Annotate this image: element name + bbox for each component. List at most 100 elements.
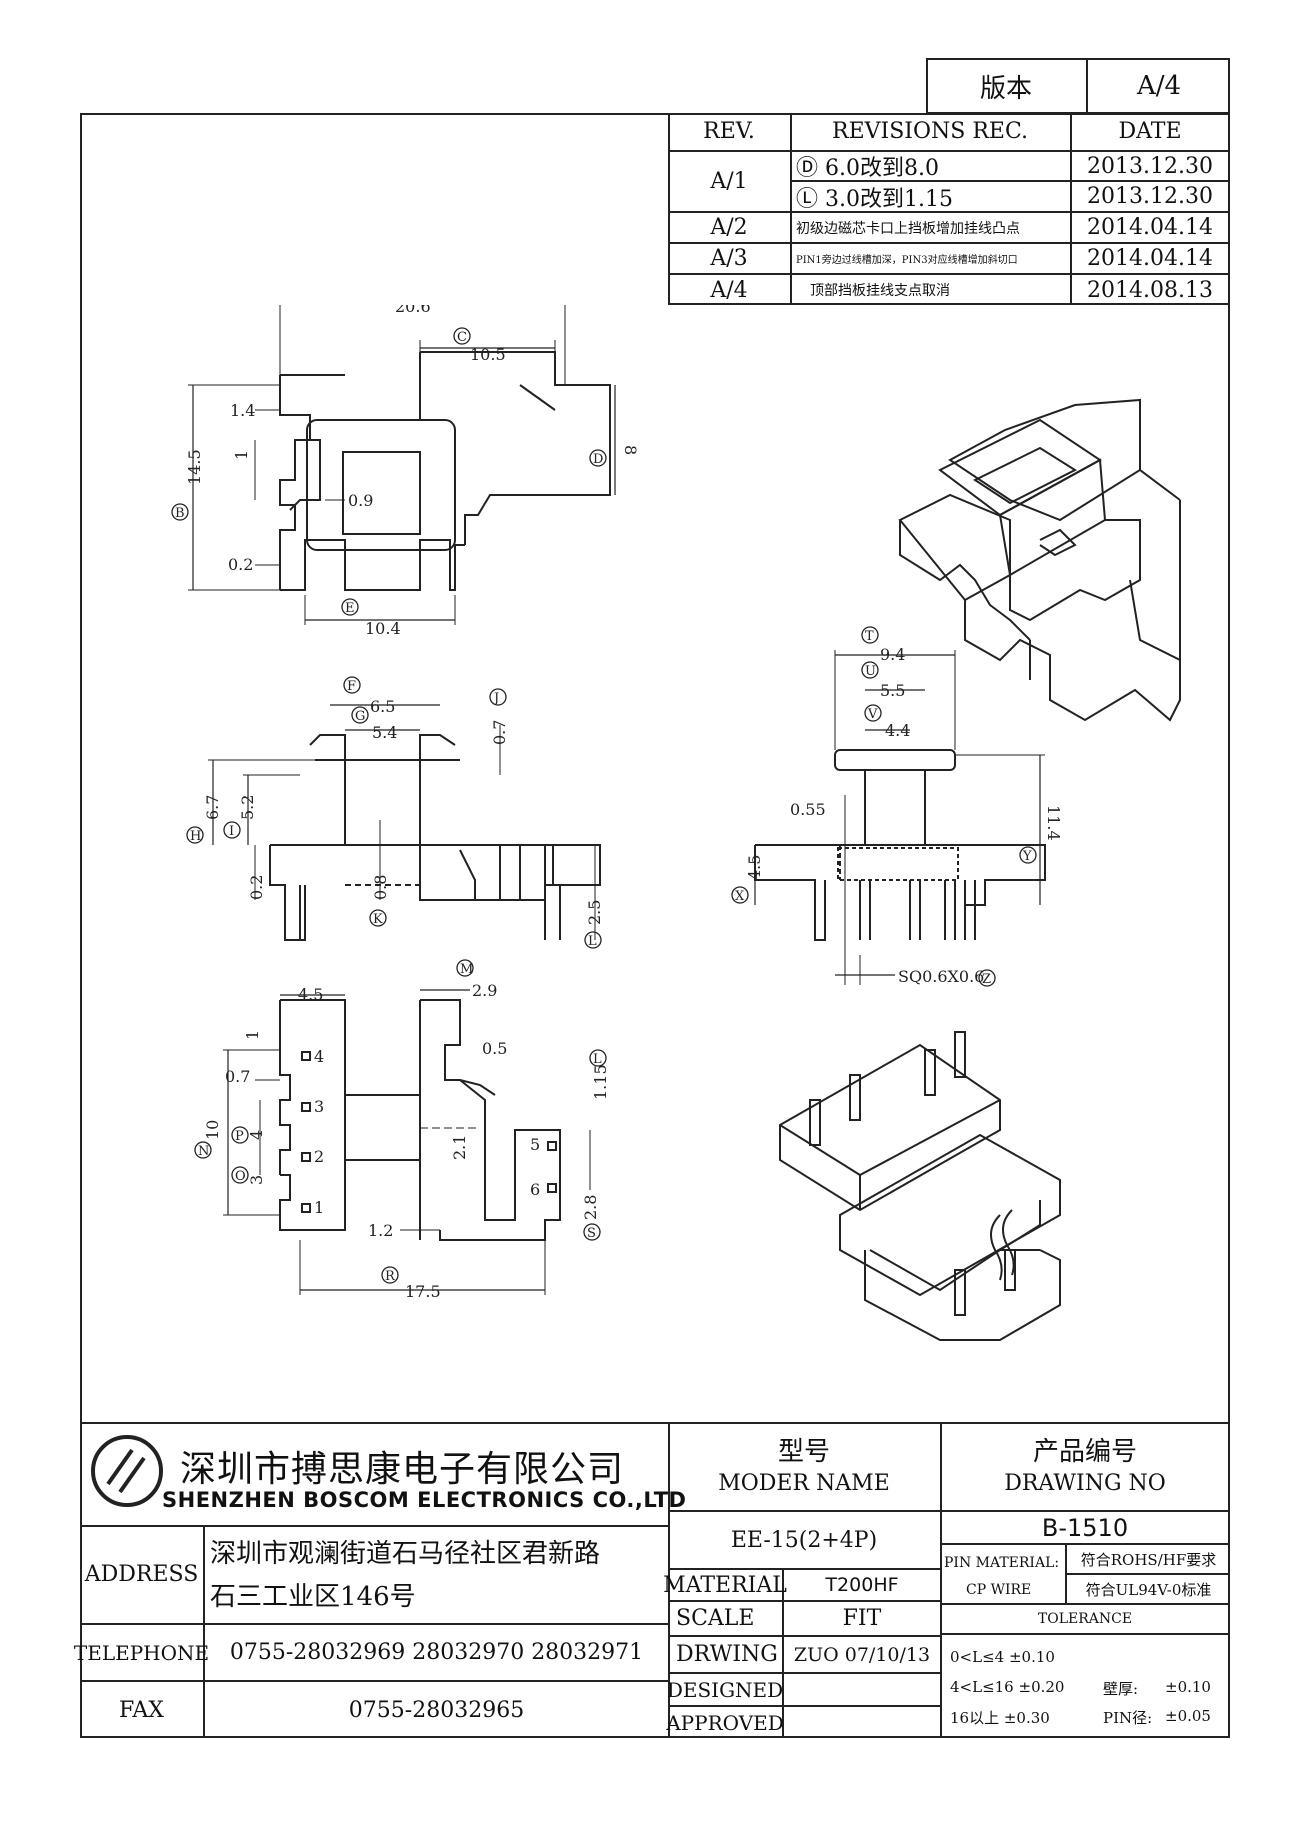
scale-value: FIT xyxy=(842,1606,882,1631)
pin-dia-label: PIN径: xyxy=(1103,1709,1153,1727)
dim-2-1: 2.1 xyxy=(450,1135,469,1160)
pin-6: 6 xyxy=(530,1180,540,1199)
rev-4: A/4 xyxy=(710,277,748,303)
callout-S: S xyxy=(587,1226,596,1241)
callout-L: L xyxy=(588,934,597,949)
dim-0-55: 0.55 xyxy=(790,800,826,819)
dim-R: 17.5 xyxy=(405,1282,441,1301)
drawing-number: B-1510 xyxy=(1041,1513,1129,1542)
drawing-label-en: DRAWING NO xyxy=(1004,1470,1166,1496)
callout-U: U xyxy=(865,664,876,679)
ul-note: 符合UL94V-0标准 xyxy=(1085,1580,1212,1599)
dim-0-5: 0.5 xyxy=(482,1039,507,1058)
dim-1: 1 xyxy=(232,450,251,460)
dim-X: 4.5 xyxy=(745,855,764,880)
callout-J: J xyxy=(492,691,499,706)
dim-0-7: 0.7 xyxy=(225,1067,250,1086)
callout-K: K xyxy=(373,912,383,927)
dim-H: 6.7 xyxy=(203,795,222,820)
drawing-frame xyxy=(80,113,1230,1738)
callout-O: O xyxy=(235,1169,246,1184)
dim-C: 10.5 xyxy=(470,345,506,364)
rec-4: 顶部挡板挂线支点取消 xyxy=(810,283,950,299)
dim-M: 2.9 xyxy=(472,981,497,1000)
bottom-view xyxy=(223,989,591,1295)
callout-C: C xyxy=(457,330,467,345)
dim-P: 4 xyxy=(247,1130,266,1140)
dim-1b: 1 xyxy=(243,1030,262,1040)
date-header: DATE xyxy=(1118,119,1182,144)
version-value: A/4 xyxy=(1136,71,1182,101)
pin-4: 4 xyxy=(314,1047,324,1066)
rec-1b: Ⓛ 3.0改到1.15 xyxy=(796,186,953,212)
rohs-note: 符合ROHS/HF要求 xyxy=(1080,1550,1217,1569)
dim-V: 4.4 xyxy=(885,721,910,740)
rec-3: PIN1旁边过线槽加深，PIN3对应线槽增加斜切口 xyxy=(796,255,1018,266)
callout-N: N xyxy=(198,1144,209,1159)
model-label-cn: 型号 xyxy=(777,1436,830,1467)
address-label: ADDRESS xyxy=(84,1561,199,1587)
dim-A: 20.6 xyxy=(395,305,431,316)
dim-D: 8 xyxy=(621,445,640,455)
pin-1: 1 xyxy=(314,1198,324,1217)
model-label-en: MODER NAME xyxy=(718,1470,890,1496)
callout-R: R xyxy=(385,1269,396,1284)
date-1: 2013.12.30 xyxy=(1087,153,1213,179)
rev-3: A/3 xyxy=(710,246,748,271)
callout-M: M xyxy=(460,962,473,977)
scale-label: SCALE xyxy=(676,1606,755,1631)
fax-label: FAX xyxy=(119,1697,164,1723)
dim-K: 0.8 xyxy=(371,875,390,900)
callout-I: I xyxy=(229,824,234,839)
date-2: 2014.04.14 xyxy=(1087,215,1213,240)
dim-T: 9.4 xyxy=(880,645,905,664)
date-4: 2014.08.13 xyxy=(1087,277,1213,303)
top-view xyxy=(188,305,616,625)
rev-1: A/1 xyxy=(710,169,748,194)
wall-label: 壁厚: xyxy=(1103,1680,1139,1698)
side-view xyxy=(754,650,1046,985)
material-label: MATERIAL xyxy=(663,1572,787,1598)
dim-G: 5.4 xyxy=(372,723,397,742)
dim-N: 10 xyxy=(203,1120,222,1140)
pin-material-label: PIN MATERIAL: xyxy=(944,1555,1060,1571)
dim-0-2b: 0.2 xyxy=(247,875,266,900)
company-name-cn: 深圳市搏思康电子有限公司 xyxy=(180,1449,625,1490)
address-line-1: 深圳市观澜街道石马径社区君新路 xyxy=(210,1539,601,1569)
callout-T: T xyxy=(865,629,874,644)
rec-2: 初级边磁芯卡口上挡板增加挂线凸点 xyxy=(796,220,1020,237)
callout-circles: A C D B E F G J H I K L T U V X Y Z M N … xyxy=(171,327,1037,1284)
callout-H: H xyxy=(190,829,201,844)
front-view xyxy=(208,704,601,941)
material-value: T200HF xyxy=(825,1574,899,1596)
dim-0-2a: 0.2 xyxy=(228,555,253,574)
designed-label: DESIGNED xyxy=(666,1677,784,1702)
callout-L2: L xyxy=(593,1052,602,1067)
drawing-by-label: DRWING xyxy=(676,1642,778,1667)
callout-Y: Y xyxy=(1022,849,1032,864)
tolerance-label: TOLERANCE xyxy=(1037,1611,1133,1627)
dim-J: 0.7 xyxy=(490,720,509,745)
drawing-by-value: ZUO 07/10/13 xyxy=(793,1643,931,1666)
dim-S: 2.8 xyxy=(581,1195,600,1220)
rev-header: REV. xyxy=(703,119,755,144)
rec-1: Ⓓ 6.0改到8.0 xyxy=(796,156,939,181)
dim-L: 2.5 xyxy=(585,900,604,925)
dim-Y: 11.4 xyxy=(1044,805,1063,841)
address-line-2: 石三工业区146号 xyxy=(210,1582,416,1612)
tolerance-1: 0<L≤4 ±0.10 xyxy=(950,1648,1055,1666)
isometric-view-top xyxy=(898,398,1181,722)
dim-U: 5.5 xyxy=(880,681,905,700)
telephone-value: 0755-28032969 28032970 28032971 xyxy=(229,1640,644,1665)
isometric-view-bottom xyxy=(779,1031,1061,1341)
rev-2: A/2 xyxy=(710,215,748,240)
rec-header: REVISIONS REC. xyxy=(832,119,1028,144)
callout-V: V xyxy=(867,707,878,722)
dim-Z: SQ0.6X0.6 xyxy=(898,967,984,986)
dim-F: 6.5 xyxy=(370,697,395,716)
boscom-logo-icon xyxy=(91,1435,163,1507)
dim-I: 5.2 xyxy=(238,795,257,820)
dim-0-9: 0.9 xyxy=(348,491,373,510)
callout-X: X xyxy=(735,889,745,904)
callout-Z: Z xyxy=(982,972,991,987)
